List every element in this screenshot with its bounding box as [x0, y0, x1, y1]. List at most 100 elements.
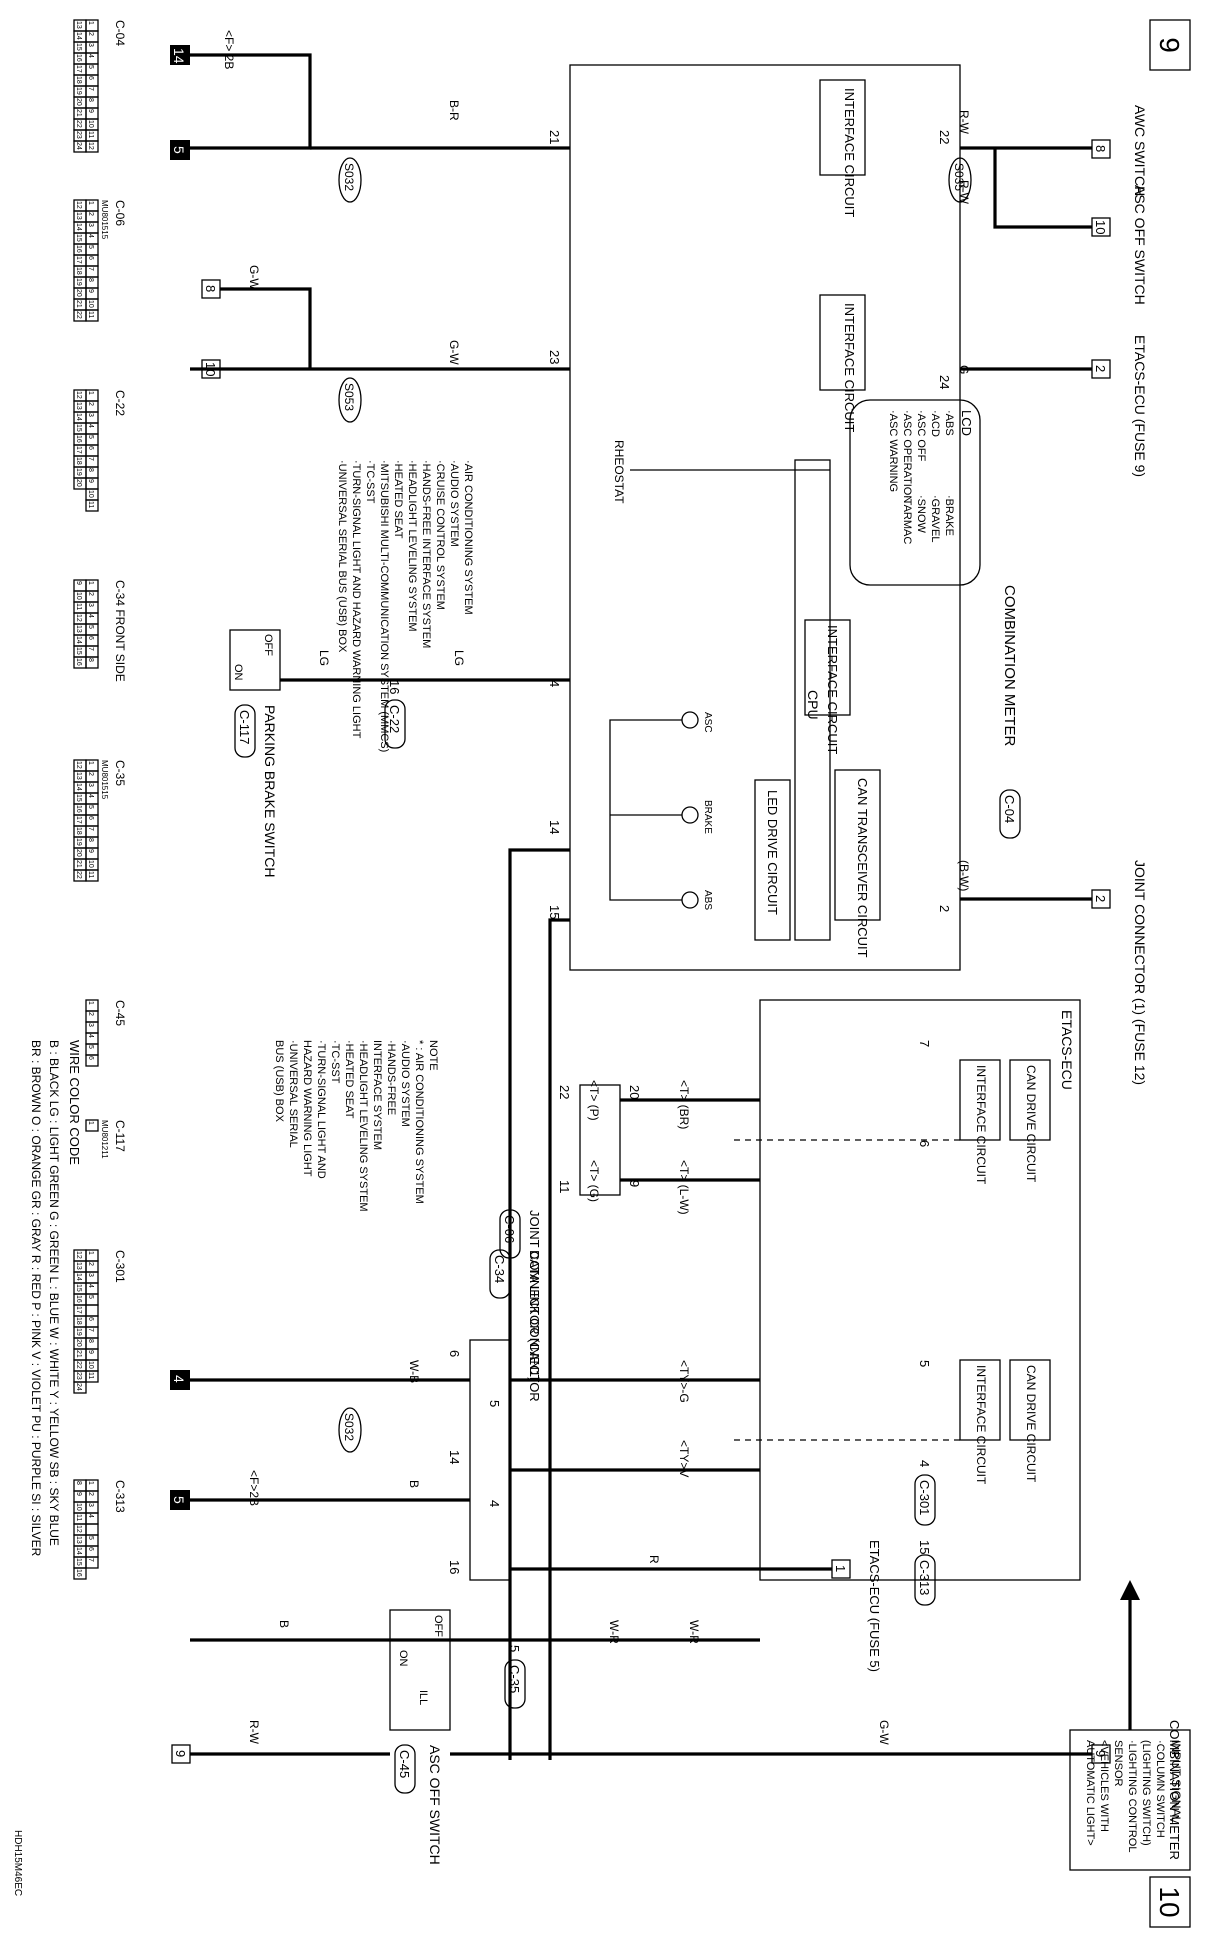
svg-text:15: 15 [75, 43, 82, 51]
pin-8-left: 8 [201, 279, 221, 299]
svg-text:15: 15 [75, 424, 82, 432]
meter-pin-21: 21 [547, 130, 562, 144]
can-wire-ty-v: <TY>V [677, 1440, 691, 1477]
doc-code: HDH15M46EC [12, 1830, 23, 1896]
svg-text:INPUT SIGNAL: INPUT SIGNAL [1169, 1740, 1183, 1823]
svg-text:ABS: ABS [702, 890, 713, 910]
svg-text:5: 5 [87, 805, 94, 809]
svg-text:* : AIR CONDITIONING SYSTEM: * : AIR CONDITIONING SYSTEM [413, 1040, 425, 1204]
etacs-fuse9-connector: ETACS-ECU (FUSE 9) 2 G [957, 335, 1148, 477]
svg-text:3: 3 [87, 413, 94, 417]
svg-text:C-301: C-301 [113, 1250, 127, 1283]
svg-text:18: 18 [75, 76, 82, 84]
svg-text:6: 6 [917, 1140, 932, 1147]
svg-text:24: 24 [75, 142, 82, 150]
svg-text:·HEATED SEAT: ·HEATED SEAT [343, 1040, 355, 1119]
wire-br-label: B-R [447, 100, 461, 121]
svg-text:3: 3 [87, 783, 94, 787]
svg-text:ETACS-ECU (FUSE 5): ETACS-ECU (FUSE 5) [867, 1540, 882, 1672]
svg-text:17: 17 [75, 816, 82, 824]
can-wire-t-g: <T> (G) [587, 1160, 601, 1202]
svg-text:17: 17 [75, 256, 82, 264]
led-drive-circuit: LED DRIVE CIRCUIT [754, 779, 791, 941]
svg-text:24: 24 [75, 1383, 82, 1391]
svg-text:R-W: R-W [247, 1720, 261, 1745]
svg-text:8: 8 [87, 1339, 94, 1343]
svg-text:·BRAKE: ·BRAKE [943, 495, 955, 536]
wire-wr-label-2: W-R [607, 1620, 621, 1644]
svg-text:BUS (USB) BOX: BUS (USB) BOX [273, 1040, 285, 1123]
svg-text:9: 9 [173, 1750, 188, 1757]
svg-text:7: 7 [87, 1558, 94, 1562]
svg-text:COMBINATION METER: COMBINATION METER [1001, 585, 1018, 747]
svg-text:C-45: C-45 [397, 1750, 412, 1778]
ground-5-right: 5 [170, 1490, 190, 1510]
svg-text:2: 2 [87, 212, 94, 216]
svg-text:B : BLACK LG : LIGHT GREEN: B : BLACK LG : LIGHT GREEN G : GREEN L :… [47, 1040, 61, 1546]
svg-text:12: 12 [87, 142, 94, 150]
svg-text:17: 17 [75, 1306, 82, 1314]
svg-text:1: 1 [87, 391, 94, 395]
svg-text:3: 3 [87, 603, 94, 607]
svg-text:5: 5 [171, 146, 187, 154]
svg-text:5: 5 [87, 435, 94, 439]
svg-text:BR : BROWN O : ORANGE GR :: BR : BROWN O : ORANGE GR : GRAY R : RED … [29, 1040, 43, 1557]
svg-text:2: 2 [1093, 365, 1108, 372]
svg-text:7: 7 [87, 647, 94, 651]
svg-text:17: 17 [75, 65, 82, 73]
svg-text:6: 6 [447, 1350, 462, 1357]
svg-text:16: 16 [75, 54, 82, 62]
meter-interface-circuit-3: INTERFACE CIRCUIT [804, 619, 851, 754]
svg-text:MU801211: MU801211 [100, 1120, 109, 1159]
svg-text:ASC OFF SWITCH: ASC OFF SWITCH [1132, 185, 1148, 305]
svg-text:18: 18 [75, 1317, 82, 1325]
can-wire-t-br: <T> (BR) [677, 1080, 691, 1129]
svg-text:15: 15 [75, 234, 82, 242]
svg-text:5: 5 [87, 65, 94, 69]
svg-text:16: 16 [75, 245, 82, 253]
svg-text:·AUDIO SYSTEM: ·AUDIO SYSTEM [448, 460, 460, 547]
svg-text:6: 6 [87, 76, 94, 80]
svg-text:13: 13 [75, 1262, 82, 1270]
svg-text:·ASC OPERATION: ·ASC OPERATION [901, 410, 913, 503]
svg-text:14: 14 [75, 223, 82, 231]
svg-text:21: 21 [75, 300, 82, 308]
svg-text:14: 14 [75, 783, 82, 791]
svg-text:13: 13 [75, 212, 82, 220]
svg-text:·CRUISE CONTROL SYSTEM: ·CRUISE CONTROL SYSTEM [434, 460, 446, 610]
svg-text:21: 21 [75, 1350, 82, 1358]
svg-text:·AIR CONDITIONING SYSTEM: ·AIR CONDITIONING SYSTEM [462, 460, 474, 615]
connector-table-c-04: C-04123456789101112131415161718192021222… [73, 19, 127, 153]
can-wire-t-lw: <T> (L-W) [677, 1160, 691, 1215]
svg-text:4: 4 [87, 1034, 94, 1038]
joint-connector-fuse12: JOINT CONNECTOR (1) (FUSE 12) 2 (B-W) [957, 860, 1148, 1085]
svg-text:10: 10 [87, 120, 94, 128]
svg-text:MU801515: MU801515 [100, 200, 109, 240]
svg-text:7: 7 [87, 87, 94, 91]
svg-text:16: 16 [75, 435, 82, 443]
svg-text:C-06: C-06 [502, 1215, 517, 1243]
parking-brake-switch: OFF ON PARKING BRAKE SWITCH C-117 [229, 629, 281, 877]
wire-gw-label-1: G-W [447, 340, 461, 365]
svg-text:14: 14 [75, 1547, 82, 1555]
svg-text:11: 11 [75, 603, 82, 610]
svg-text:4: 4 [87, 54, 94, 58]
ground-14: 14 [170, 45, 190, 65]
svg-text:12: 12 [75, 201, 82, 209]
svg-text:1: 1 [87, 1251, 94, 1255]
svg-text:5: 5 [87, 625, 94, 629]
svg-text:·ACD: ·ACD [929, 410, 941, 437]
svg-text:·GRAVEL: ·GRAVEL [929, 495, 941, 542]
awc-switch-connector: AWC SWITCH 8 R-W [957, 105, 1148, 196]
svg-text:HAZARD WARNING LIGHT: HAZARD WARNING LIGHT [301, 1040, 313, 1177]
svg-text:21: 21 [75, 109, 82, 117]
svg-text:14: 14 [75, 636, 82, 644]
svg-text:19: 19 [75, 278, 82, 286]
svg-text:·HEADLIGHT LEVELING SYSTEM: ·HEADLIGHT LEVELING SYSTEM [406, 460, 418, 632]
svg-text:C-34: C-34 [492, 1255, 507, 1283]
svg-text:19: 19 [75, 468, 82, 476]
svg-text:8: 8 [87, 98, 94, 102]
svg-text:11: 11 [87, 1372, 94, 1379]
svg-text:4: 4 [87, 794, 94, 798]
